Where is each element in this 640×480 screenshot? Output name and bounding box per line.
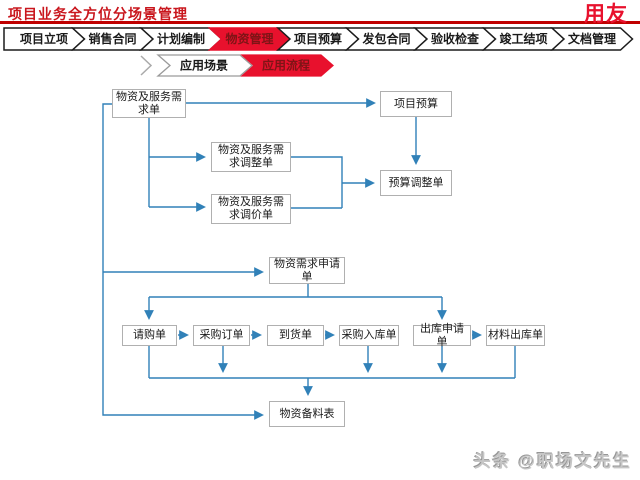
- flow-node-budget-adjust: 预算调整单: [380, 170, 452, 196]
- tab-label: 验收检查: [431, 31, 480, 46]
- flow-node-purchase-requisition: 请购单: [122, 325, 177, 346]
- tab-material-management-active[interactable]: 物资管理: [207, 27, 292, 51]
- edge-bottom-collector: [148, 346, 516, 379]
- tab-label: 文档管理: [568, 31, 616, 46]
- main-tab-bar: 项目立项 销售合同 计划编制 物资管理 项目预算 发包合同 验收检查 竣工结项 …: [3, 27, 634, 51]
- tab-completion-closing[interactable]: 竣工结项: [481, 27, 566, 51]
- tab-project-budget[interactable]: 项目预算: [276, 27, 360, 51]
- tab-subcontract[interactable]: 发包合同: [344, 27, 429, 51]
- tab-application-scenario[interactable]: 应用场景: [156, 54, 253, 77]
- page-title: 项目业务全方位分场景管理: [8, 6, 188, 22]
- brand-logo: 用友: [584, 3, 628, 26]
- edge-adjust-reprice-merge: [291, 156, 343, 209]
- tab-document-management[interactable]: 文档管理: [550, 27, 634, 51]
- tab-label: 发包合同: [361, 31, 410, 46]
- edge-demand-to-prepare-list: [102, 103, 264, 420]
- tab-label: 应用流程: [262, 58, 310, 73]
- flow-node-demand-reprice: 物资及服务需求调价单: [211, 194, 291, 224]
- chevron-right-icon: [140, 55, 153, 76]
- flow-node-purchase-inbound: 采购入库单: [339, 325, 399, 346]
- title-divider-line: [0, 21, 640, 24]
- flow-node-goods-arrival: 到货单: [267, 325, 324, 346]
- edge-material-request-distributor: [149, 284, 442, 298]
- tab-acceptance-inspection[interactable]: 验收检查: [413, 27, 497, 51]
- sub-tab-bar: 应用场景 应用流程: [140, 54, 334, 77]
- tab-label: 项目预算: [294, 31, 342, 46]
- tab-plan-compilation[interactable]: 计划编制: [139, 27, 223, 51]
- watermark: 头条 @职场文先生: [473, 452, 632, 471]
- tab-shape[interactable]: [240, 54, 334, 77]
- tab-label: 项目立项: [20, 31, 68, 46]
- flow-node-material-request: 物资需求申请单: [269, 257, 345, 284]
- flow-node-material-service-demand: 物资及服务需求单: [112, 89, 186, 118]
- flow-node-material-prepare-list: 物资备料表: [269, 401, 345, 427]
- tab-label: 物资管理: [225, 31, 273, 46]
- tab-shape[interactable]: [550, 27, 634, 51]
- tab-label: 竣工结项: [499, 31, 547, 46]
- tab-label: 计划编制: [157, 31, 205, 46]
- tab-application-process-active[interactable]: 应用流程: [240, 54, 334, 77]
- flow-node-demand-adjust: 物资及服务需求调整单: [211, 142, 291, 172]
- tab-project-initiation[interactable]: 项目立项: [3, 27, 86, 51]
- flow-node-material-outbound: 材料出库单: [486, 325, 545, 346]
- tab-shape[interactable]: [156, 54, 253, 77]
- flow-node-purchase-order: 采购订单: [193, 325, 250, 346]
- tab-label: 销售合同: [88, 31, 136, 46]
- flow-node-project-budget: 项目预算: [380, 91, 452, 117]
- tab-label: 应用场景: [180, 58, 228, 73]
- tab-sales-contract[interactable]: 销售合同: [70, 27, 155, 51]
- flow-node-outbound-request: 出库申请单: [413, 323, 471, 348]
